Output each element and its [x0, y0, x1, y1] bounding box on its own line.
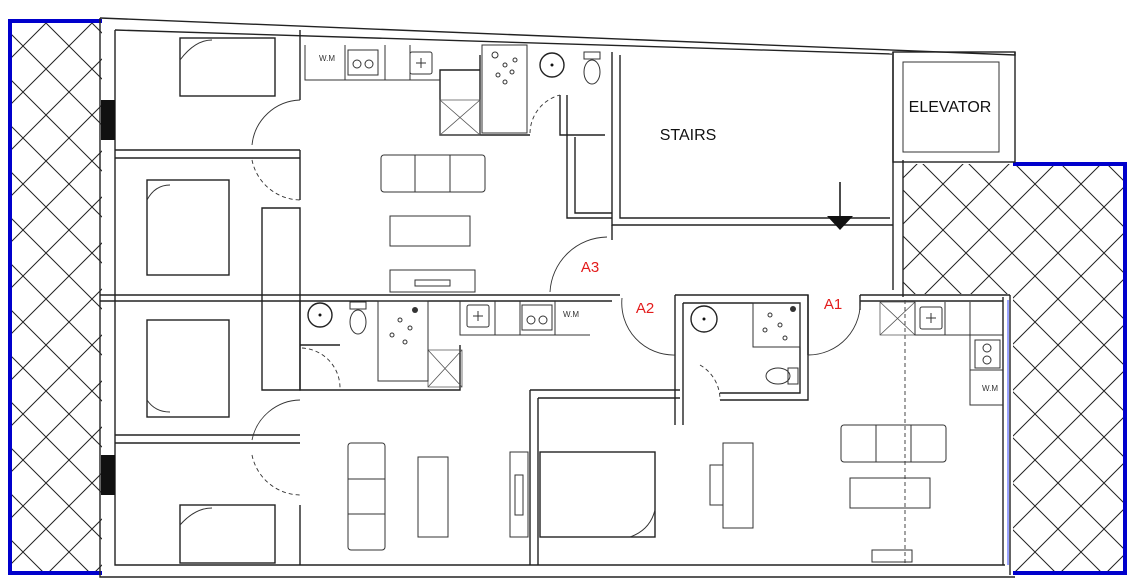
sink-icon	[466, 304, 490, 328]
stove-icon	[347, 49, 379, 76]
tv-unit-icon	[871, 549, 913, 563]
bed-icon	[146, 179, 230, 276]
desk-icon	[722, 442, 754, 529]
down-arrow-icon	[827, 182, 853, 230]
washbasin-icon	[690, 305, 718, 333]
stairs-label: STAIRS	[660, 127, 717, 144]
stove-icon	[521, 304, 553, 331]
coffee-table-icon	[849, 477, 931, 509]
door-label-a3: A3	[581, 259, 599, 276]
interior-walls	[100, 30, 1010, 565]
exterior-walls	[99, 17, 1016, 578]
shower-icon	[481, 44, 528, 134]
coffee-table-icon	[417, 456, 449, 538]
shower-icon	[377, 300, 429, 382]
washing-machine-label: W.M	[319, 54, 335, 63]
stove-icon	[974, 339, 1001, 369]
bed-icon	[179, 37, 276, 97]
right-balcony	[903, 162, 1127, 575]
sofa-icon	[347, 442, 386, 551]
shower-icon	[752, 302, 801, 348]
toilet-icon	[349, 309, 367, 335]
living-furniture	[347, 154, 947, 563]
bathroom-middle	[307, 300, 429, 382]
tv-unit-icon	[389, 269, 476, 293]
sofa-icon	[380, 154, 486, 193]
toilet-icon	[583, 59, 601, 85]
kitchen-top: W.M	[304, 45, 481, 136]
bed-icon	[179, 504, 276, 564]
sofa-icon	[840, 424, 947, 463]
door-label-a2: A2	[636, 300, 654, 317]
elevator-label: ELEVATOR	[909, 99, 992, 116]
beds	[146, 37, 656, 564]
door-label-a1: A1	[824, 296, 842, 313]
washbasin-icon	[539, 52, 565, 78]
bathroom-top	[481, 44, 601, 134]
bathroom-right	[690, 302, 801, 385]
coffee-table-icon	[389, 215, 471, 247]
kitchen-right: W.M	[879, 301, 1003, 406]
bed-icon	[146, 319, 230, 418]
stairwell: STAIRS	[566, 52, 893, 240]
toilet-icon	[765, 367, 791, 385]
sink-icon	[409, 51, 433, 75]
washbasin-icon	[307, 302, 333, 328]
kitchen-middle: W.M	[427, 301, 590, 388]
doors	[251, 94, 861, 496]
washing-machine-label: W.M	[563, 310, 579, 319]
elevator-shaft: ELEVATOR	[892, 51, 1016, 163]
sink-icon	[919, 306, 943, 330]
washing-machine-label: W.M	[982, 384, 998, 393]
left-balcony	[8, 19, 102, 575]
bed-icon	[539, 451, 656, 538]
